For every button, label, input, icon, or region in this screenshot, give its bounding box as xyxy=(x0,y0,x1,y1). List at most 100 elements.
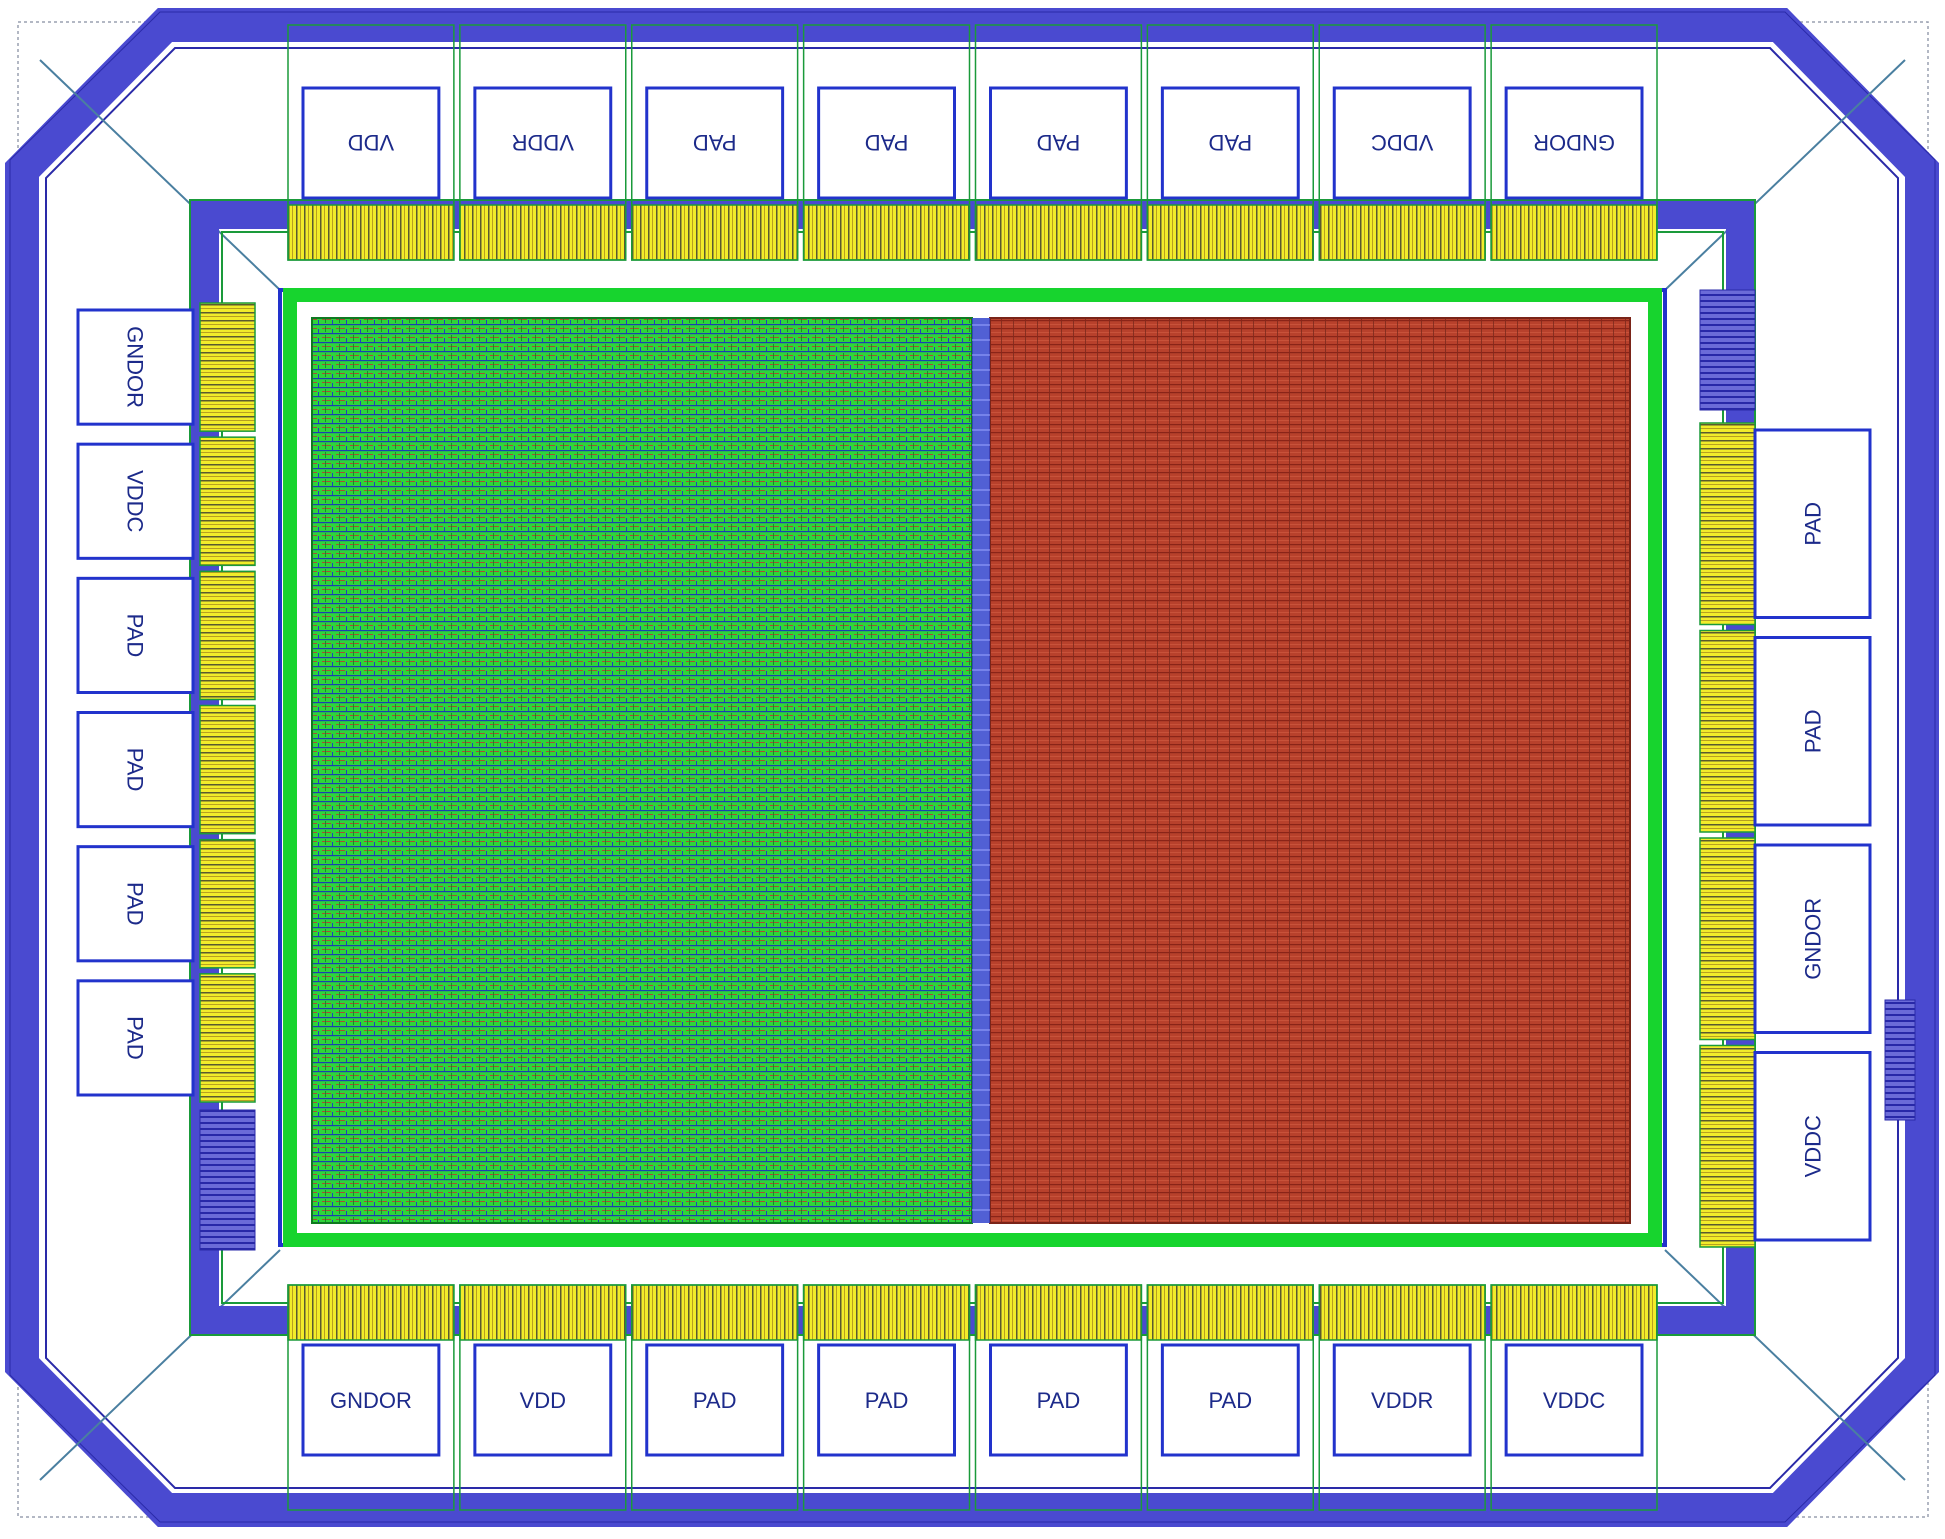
bond-pad xyxy=(645,1343,785,1457)
pad-cell-bottom-0: GNDOR xyxy=(287,1284,455,1511)
seal-ring-outer xyxy=(5,8,1939,1527)
pad-frame xyxy=(802,24,971,261)
pad-label: VDDC xyxy=(123,470,148,532)
bond-pad xyxy=(1753,843,1872,1034)
pad-driver xyxy=(199,302,256,432)
pad-driver xyxy=(1146,204,1314,261)
pad-label: PAD xyxy=(1209,1388,1253,1413)
bond-pad xyxy=(1753,636,1872,827)
bond-pad xyxy=(301,1343,441,1457)
pad-label: PAD xyxy=(865,130,909,155)
core-block-right xyxy=(989,317,1631,1224)
pad-cell-bottom-5: PAD xyxy=(1146,1284,1314,1511)
filler-right-edge xyxy=(1884,999,1916,1121)
seal-ring-outer-line xyxy=(9,11,1936,1523)
pad-column-left: GNDOR VDDC PAD PAD PAD PAD xyxy=(76,302,256,1103)
pad-label: PAD xyxy=(693,1388,737,1413)
pad-driver xyxy=(199,973,256,1103)
pad-cell-right-1: PAD xyxy=(1699,629,1872,833)
pad-driver xyxy=(459,204,627,261)
pad-label: VDD xyxy=(520,1388,566,1413)
core-channel-lines xyxy=(972,324,990,1211)
pad-label: VDD xyxy=(348,130,394,155)
pad-cell-top-0: VDD xyxy=(287,24,455,261)
bond-pad xyxy=(76,442,195,560)
bond-pad xyxy=(76,979,195,1097)
bond-pad xyxy=(989,86,1128,200)
pad-label: VDDC xyxy=(1801,1115,1826,1177)
pad-driver xyxy=(1318,1284,1486,1341)
pad-label: PAD xyxy=(123,882,148,926)
pad-driver xyxy=(1699,629,1756,833)
bond-pad xyxy=(817,86,956,200)
pad-cell-right-0: PAD xyxy=(1699,422,1872,626)
pad-cell-top-6: VDDC xyxy=(1318,24,1486,261)
pad-frame xyxy=(631,1284,799,1511)
pad-cell-right-3: VDDC xyxy=(1699,1044,1872,1248)
bond-pad xyxy=(1332,86,1472,200)
pad-cell-left-0: GNDOR xyxy=(76,302,256,432)
bond-pad xyxy=(1160,86,1300,200)
pad-driver xyxy=(1699,837,1756,1041)
pad-cell-bottom-1: VDD xyxy=(459,1284,627,1511)
pad-driver xyxy=(974,1284,1143,1341)
pad-driver xyxy=(974,204,1143,261)
pad-label: PAD xyxy=(693,130,737,155)
core-channel xyxy=(972,318,990,1223)
pad-driver xyxy=(1490,1284,1658,1341)
bond-pad xyxy=(76,308,195,426)
pad-label: GNDOR xyxy=(330,1388,412,1413)
pad-frame xyxy=(1146,24,1314,261)
pad-cell-right-2: GNDOR xyxy=(1699,837,1872,1041)
pad-label: VDDR xyxy=(512,130,574,155)
pad-label: GNDOR xyxy=(123,326,148,408)
pad-frame xyxy=(287,24,455,261)
pad-cell-top-7: GNDOR xyxy=(1490,24,1658,261)
pad-label: VDDR xyxy=(1371,1388,1433,1413)
pad-label: PAD xyxy=(1209,130,1253,155)
pad-label: PAD xyxy=(123,1016,148,1060)
bond-pad xyxy=(1332,1343,1472,1457)
pad-cell-top-3: PAD xyxy=(802,24,971,261)
pad-label: PAD xyxy=(865,1388,909,1413)
pad-frame xyxy=(1146,1284,1314,1511)
bond-pad xyxy=(817,1343,956,1457)
pad-label: VDDC xyxy=(1371,130,1433,155)
pad-frame xyxy=(802,1284,971,1511)
pad-cell-left-4: PAD xyxy=(76,838,256,969)
filler-left-bottom xyxy=(199,1109,256,1251)
pad-frame xyxy=(1490,1284,1658,1511)
pad-frame xyxy=(631,24,799,261)
pad-cell-top-4: PAD xyxy=(974,24,1143,261)
pad-cell-top-2: PAD xyxy=(631,24,799,261)
seal-ring-inner-line xyxy=(45,47,1899,1489)
pad-label: PAD xyxy=(123,748,148,792)
pad-cell-top-5: PAD xyxy=(1146,24,1314,261)
pad-driver xyxy=(199,570,256,701)
pad-frame xyxy=(974,24,1143,261)
pad-label: PAD xyxy=(1037,130,1081,155)
pad-label: PAD xyxy=(123,614,148,658)
pad-label: VDDC xyxy=(1543,1388,1605,1413)
pad-cell-left-2: PAD xyxy=(76,570,256,701)
pad-label: GNDOR xyxy=(1533,130,1615,155)
filler-right-top xyxy=(1699,289,1756,411)
core-green-border xyxy=(283,288,1662,1247)
pad-frame xyxy=(459,1284,627,1511)
pad-cell-bottom-3: PAD xyxy=(802,1284,971,1511)
pad-label: PAD xyxy=(1037,1388,1081,1413)
pad-cell-bottom-7: VDDC xyxy=(1490,1284,1658,1511)
pad-frame xyxy=(974,1284,1143,1511)
pad-label: GNDOR xyxy=(1801,898,1826,980)
pad-cell-top-1: VDDR xyxy=(459,24,627,261)
bond-pad xyxy=(76,845,195,963)
pad-driver xyxy=(1490,204,1658,261)
pad-driver xyxy=(631,1284,799,1341)
pad-driver xyxy=(631,204,799,261)
pad-label: PAD xyxy=(1801,502,1826,546)
pad-cell-left-5: PAD xyxy=(76,973,256,1103)
pad-cell-bottom-2: PAD xyxy=(631,1284,799,1511)
pad-driver xyxy=(199,704,256,835)
pad-driver xyxy=(287,1284,455,1341)
pad-frame xyxy=(1490,24,1658,261)
